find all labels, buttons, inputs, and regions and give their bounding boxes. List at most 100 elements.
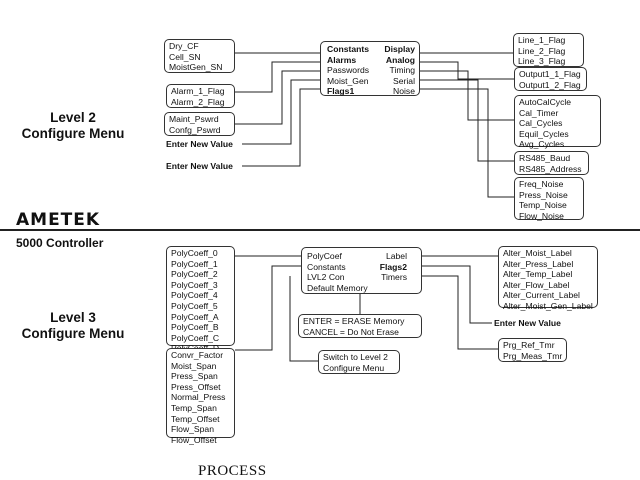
enter-new-value-moist-gen: Enter New Value	[166, 139, 233, 149]
level3-polycoeff-box: PolyCoeff_0 PolyCoeff_1 PolyCoeff_2 Poly…	[166, 246, 235, 353]
item-prg-ref-tmr: Prg_Ref_Tmr	[503, 340, 555, 350]
erase-confirm-text: ENTER = ERASE Memory	[303, 316, 405, 326]
item-polycoeff-1: PolyCoeff_1	[171, 258, 218, 269]
item-output1-1-flag: Output1_1_Flag	[519, 69, 581, 79]
level3-menu-box: PolyCoef Constants LVL2 Con Default Memo…	[301, 247, 422, 294]
menu-item-flags2: Flags2	[379, 261, 407, 272]
menu-item-noise: Noise	[393, 86, 415, 97]
level3-constants-box: Convr_Factor Moist_Span Press_Span Press…	[166, 348, 235, 445]
item-polycoeff-0: PolyCoeff_0	[171, 248, 218, 258]
product-name: 5000 Controller	[16, 236, 104, 250]
menu-item-label: Label	[385, 251, 407, 261]
level3-label-box: Alter_Moist_Label Alter_Press_Label Alte…	[498, 246, 598, 311]
level3-title-line1: Level 3	[50, 310, 96, 325]
item-polycoeff-4: PolyCoeff_4	[171, 290, 218, 301]
connector-noise	[420, 88, 514, 198]
enter-new-value-flags2: Enter New Value	[494, 318, 561, 328]
item-press-noise: Press_Noise	[519, 189, 568, 200]
item-polycoeff-2: PolyCoeff_2	[171, 269, 218, 280]
level2-serial-box: RS485_Baud RS485_Address	[514, 151, 589, 175]
item-temp-offset: Temp_Offset	[171, 413, 220, 424]
enter-new-value-flags1: Enter New Value	[166, 161, 233, 171]
connector-flags1	[242, 88, 320, 167]
switch-line1: Switch to Level 2	[323, 352, 388, 362]
item-output1-2-flag: Output1_2_Flag	[519, 79, 581, 90]
item-moistgen-sn: MoistGen_SN	[169, 62, 223, 73]
level2-constants-box: Dry_CF Cell_SN MoistGen_SN	[164, 39, 235, 73]
item-temp-noise: Temp_Noise	[519, 200, 567, 211]
menu-item-l3-constants: Constants	[307, 261, 346, 272]
menu-item-timing: Timing	[389, 65, 415, 76]
menu-item-polycoef: PolyCoef	[307, 251, 342, 261]
item-polycoeff-b: PolyCoeff_B	[171, 322, 219, 333]
item-prg-meas-tmr: Prg_Meas_Tmr	[503, 350, 563, 361]
item-line-1-flag: Line_1_Flag	[518, 35, 566, 45]
level2-output-flags-box: Output1_1_Flag Output1_2_Flag	[514, 67, 587, 91]
item-alter-moist-gen-label: Alter_Moist_Gen_Label	[503, 300, 593, 311]
footer-process-text: PROCESS	[198, 463, 267, 479]
item-freq-noise: Freq_Noise	[519, 179, 564, 189]
item-polycoeff-a: PolyCoeff_A	[171, 311, 219, 322]
item-press-span: Press_Span	[171, 371, 218, 382]
connector-serial	[420, 79, 514, 162]
item-polycoeff-3: PolyCoeff_3	[171, 279, 218, 290]
menu-item-analog: Analog	[385, 54, 415, 65]
connector-passwords	[235, 70, 320, 125]
menu-item-display: Display	[384, 44, 415, 54]
item-flow-offset: Flow_Offset	[171, 434, 217, 445]
item-polycoeff-c: PolyCoeff_C	[171, 332, 220, 343]
level3-title: Level 3 Configure Menu	[14, 310, 132, 342]
item-normal-press: Normal_Press	[171, 392, 226, 403]
item-alarm-2-flag: Alarm_2_Flag	[171, 96, 225, 107]
menu-item-lvl2-con: LVL2 Con	[307, 272, 345, 283]
item-confg-pswrd: Confg_Pswrd	[169, 124, 221, 135]
connector-lvl2-con	[289, 276, 318, 362]
item-moist-span: Moist_Span	[171, 360, 217, 371]
level3-timers-box: Prg_Ref_Tmr Prg_Meas_Tmr	[498, 338, 567, 362]
item-polycoeff-5: PolyCoeff_5	[171, 300, 218, 311]
menu-item-passwords: Passwords	[327, 65, 370, 76]
item-flow-noise: Flow_Noise	[519, 210, 564, 221]
item-rs485-baud: RS485_Baud	[519, 153, 571, 163]
level2-menu-box: Constants Alarms Passwords Moist_Gen Fla…	[320, 41, 420, 96]
item-line-2-flag: Line_2_Flag	[518, 45, 566, 56]
level2-title-line2: Configure Menu	[21, 126, 125, 141]
connector-alarms	[235, 61, 320, 93]
connector-moist-gen	[242, 79, 320, 145]
level2-title-line1: Level 2	[50, 110, 96, 125]
level2-noise-box: Freq_Noise Press_Noise Temp_Noise Flow_N…	[514, 177, 584, 221]
item-alter-press-label: Alter_Press_Label	[503, 258, 574, 269]
item-cal-cycles: Cal_Cycles	[519, 118, 563, 129]
item-alter-temp-label: Alter_Temp_Label	[503, 269, 573, 280]
connector-flags2	[422, 265, 492, 324]
connector-l3-constants	[235, 265, 301, 351]
item-convr-factor: Convr_Factor	[171, 350, 224, 360]
menu-item-timers: Timers	[381, 272, 407, 283]
switch-line2: Configure Menu	[323, 362, 385, 373]
level2-timing-box: AutoCalCycle Cal_Timer Cal_Cycles Equil_…	[514, 95, 601, 149]
item-autocalcycle: AutoCalCycle	[519, 97, 572, 107]
level2-alarm-flags-box: Alarm_1_Flag Alarm_2_Flag	[166, 84, 235, 108]
connector-timers	[422, 275, 498, 350]
menu-item-serial: Serial	[393, 75, 415, 86]
menu-item-flags1: Flags1	[327, 86, 355, 97]
item-press-offset: Press_Offset	[171, 381, 221, 392]
level3-title-line2: Configure Menu	[21, 326, 125, 341]
connector-timing	[420, 70, 514, 121]
item-alter-current-label: Alter_Current_Label	[503, 290, 580, 301]
item-equil-cycles: Equil_Cycles	[519, 128, 569, 139]
item-cal-timer: Cal_Timer	[519, 107, 559, 118]
section-divider	[0, 229, 640, 231]
menu-item-alarms: Alarms	[327, 54, 357, 65]
level3-switch-box: Switch to Level 2 Configure Menu	[318, 350, 400, 374]
item-line-3-flag: Line_3_Flag	[518, 56, 566, 67]
item-maint-pswrd: Maint_Pswrd	[169, 114, 219, 124]
level2-line-flags-box: Line_1_Flag Line_2_Flag Line_3_Flag	[513, 33, 584, 67]
menu-item-constants: Constants	[327, 44, 370, 54]
ametek-logo: AMETEK	[16, 210, 101, 230]
item-rs485-address: RS485_Address	[519, 163, 582, 174]
menu-item-default-memory: Default Memory	[307, 282, 368, 293]
item-alter-moist-label: Alter_Moist_Label	[503, 248, 572, 258]
item-temp-span: Temp_Span	[171, 402, 217, 413]
menu-item-moist-gen: Moist_Gen	[327, 75, 369, 86]
